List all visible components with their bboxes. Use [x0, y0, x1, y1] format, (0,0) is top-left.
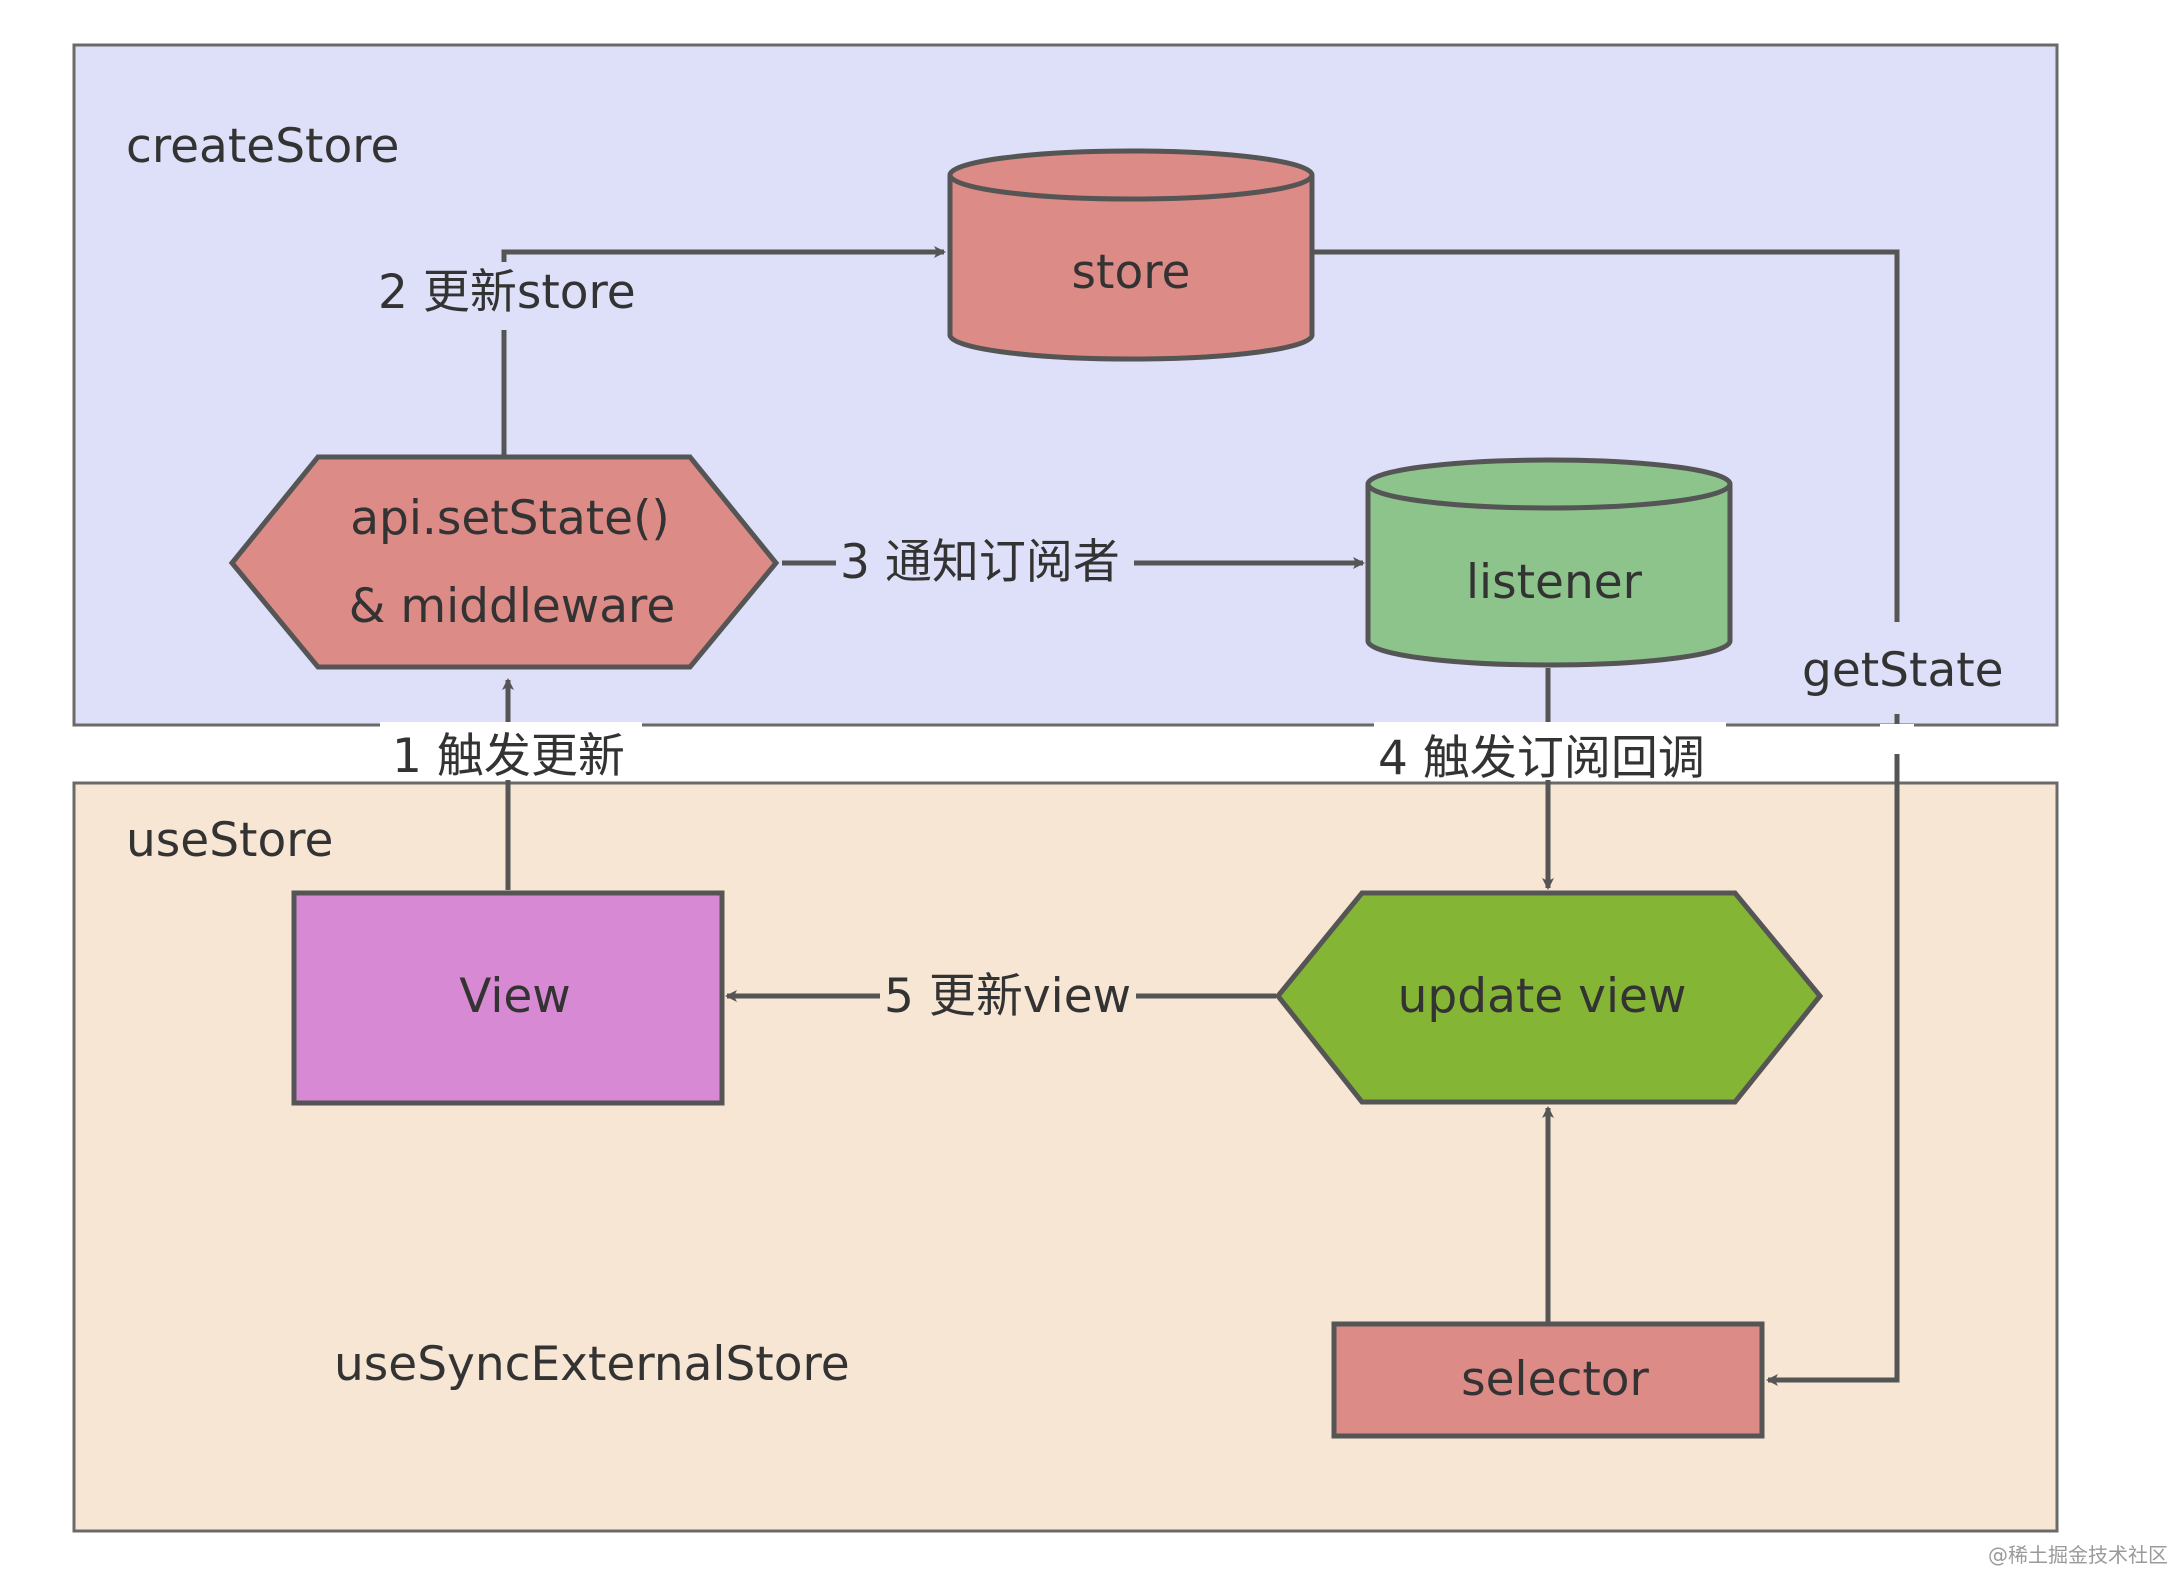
update-view-label: update view: [1398, 969, 1687, 1024]
edge-label-bg: [836, 530, 1134, 596]
hook-name-label: useSyncExternalStore: [334, 1337, 850, 1392]
listener-node: listener: [1365, 457, 1733, 668]
view-node: View: [291, 890, 725, 1106]
edge-label-trigger-update: 1 触发更新: [392, 729, 625, 784]
edge-update-store: [501, 246, 946, 455]
view-label: View: [459, 969, 571, 1024]
edge-label-trigger-callback: 4 触发订阅回调: [1378, 731, 1705, 786]
edge-label-bg: [1796, 622, 2008, 714]
edge-get-state: [1312, 249, 1900, 1386]
edge-label-bg: [368, 262, 646, 330]
edge-label-bg: [880, 966, 1136, 1028]
store-label: store: [1072, 245, 1191, 300]
edge-label-update-view: 5 更新view: [884, 969, 1131, 1024]
update-view-node: update view: [1274, 890, 1824, 1105]
watermark: @稀土掘金技术社区: [1988, 1543, 2168, 1567]
create-store-label: createStore: [126, 119, 399, 174]
edge-label-bg: [380, 722, 642, 780]
store-node: store: [947, 148, 1315, 362]
selector-label: selector: [1461, 1352, 1649, 1407]
listener-label: listener: [1466, 555, 1643, 610]
selector-node: selector: [1331, 1321, 1765, 1439]
set-state-label-line1: api.setState(): [350, 491, 670, 546]
edge-label-get-state: getState: [1802, 643, 2004, 698]
edge-label-bg: [1374, 722, 1726, 780]
edge-label-bg: [1880, 724, 1914, 754]
use-store-label: useStore: [126, 813, 333, 868]
set-state-node: api.setState() & middleware: [228, 454, 780, 670]
edge-label-notify-subscribers: 3 通知订阅者: [840, 535, 1120, 590]
edge-label-update-store: 2 更新store: [378, 265, 636, 320]
set-state-label-line2: & middleware: [349, 579, 676, 634]
